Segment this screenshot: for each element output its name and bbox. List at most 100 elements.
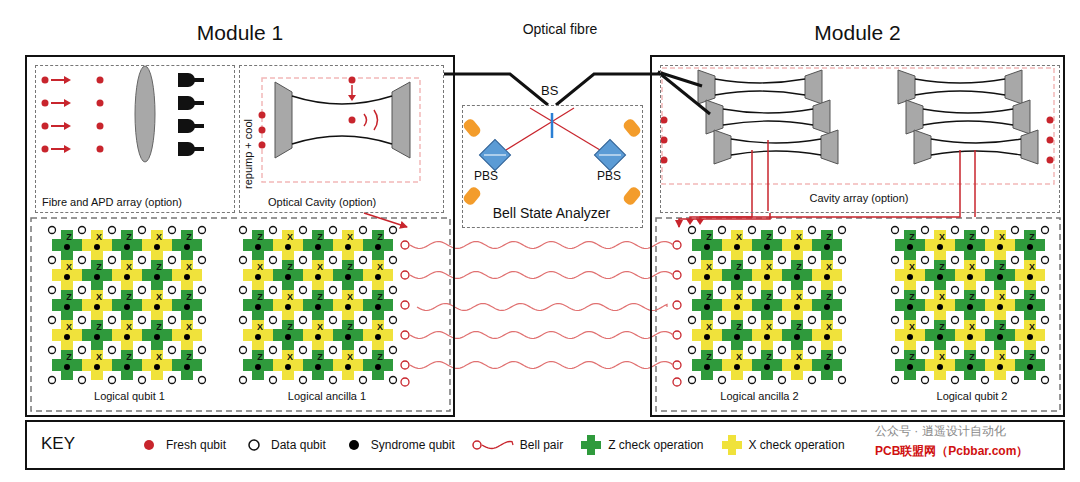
z-check [142,320,172,350]
legend: Fresh qubitData qubitSyndrome qubitBell … [137,422,845,468]
optical-fibre [444,74,548,105]
data-qubit [270,227,277,234]
data-qubit [360,347,367,354]
data-qubit [139,317,146,324]
cavity-mirror [805,70,822,104]
check-letter: Z [703,233,715,243]
fresh-qubit [42,100,49,107]
check-letter: X [344,233,356,243]
x-check [955,260,985,290]
bell-qubit [673,331,681,339]
check-letter: X [823,323,835,333]
cavity-mirror [706,100,723,134]
data-qubit [922,377,929,384]
check-letter: Z [966,353,978,363]
syndrome-qubit [1027,334,1033,340]
check-letter: Z [823,293,835,303]
check-letter: X [733,353,745,363]
data-qubit [300,377,307,384]
x-check [782,350,812,380]
syndrome-qubit [1027,364,1033,370]
data-qubit [169,347,176,354]
x-check [142,350,172,380]
syndrome-qubit [285,244,291,250]
beam-path [506,108,574,150]
x-check [112,320,142,350]
z-check [52,230,82,260]
syndrome-qubit [184,244,190,250]
photon-arrow [64,99,71,107]
legend-text: Data qubit [271,438,326,452]
syndrome-qubit [704,244,710,250]
legend-text: Fresh qubit [166,438,226,452]
check-letter: X [936,233,948,243]
cavity-mode [923,121,1013,125]
data-qubit [839,227,846,234]
z-check [985,260,1015,290]
cavity-mirror [813,100,830,134]
syndrome-qubit [794,274,800,280]
data-qubit [199,227,206,234]
component-label: PBS [597,170,621,183]
syndrome-qubit [734,304,740,310]
data-qubit [892,347,899,354]
syndrome-qubit [734,364,740,370]
syndrome-qubit [154,274,160,280]
transfer-arrow [767,140,769,211]
check-letter: Z [733,263,745,273]
data-qubit [240,257,247,264]
data-qubit [1012,377,1019,384]
optical-fibre [658,72,710,114]
data-qubit [109,257,116,264]
data-qubit [139,377,146,384]
bell-qubit [401,271,409,279]
photon-arrow [51,79,64,81]
data-qubit [330,227,337,234]
syndrome-qubit [94,334,100,340]
data-qubit [749,287,756,294]
syndrome-qubit [285,334,291,340]
fresh-qubit [97,146,104,153]
emission [374,110,378,130]
check-letter: Z [966,293,978,303]
lens [135,66,155,162]
check-letter: Z [153,323,165,333]
legend-item: Bell pair [471,434,563,456]
bell-qubit [673,271,681,279]
x-check [52,320,82,350]
check-letter: X [254,263,266,273]
data-qubit [139,227,146,234]
z-check [243,290,273,320]
fresh-qubit [661,117,668,124]
check-letter: Z [63,233,75,243]
apd-detector [194,101,204,105]
component-label: PBS [474,170,498,183]
data-qubit [982,347,989,354]
data-qubit [109,347,116,354]
check-letter: Z [823,353,835,363]
syndrome-qubit [967,274,973,280]
data-qubit [749,257,756,264]
cavity-mode [731,139,821,143]
x-check [985,350,1015,380]
data-qubit [240,347,247,354]
cavity-mirror [821,130,838,164]
check-letter: X [733,233,745,243]
cavity-mirror [906,100,923,134]
data-qubit [360,227,367,234]
x-check [363,320,393,350]
x-check [692,320,722,350]
syndrome-qubit [154,364,160,370]
legend-swatch [342,434,366,456]
x-check [172,260,202,290]
syndrome-qubit [997,244,1003,250]
legend-text: Bell pair [520,438,563,452]
panel-label: Optical Cavity (option) [268,196,376,209]
syndrome-qubit [315,244,321,250]
z-check [82,320,112,350]
check-letter: X [996,353,1008,363]
check-letter: X [284,353,296,363]
check-letter: X [153,233,165,243]
z-check [722,260,752,290]
data-qubit [270,377,277,384]
